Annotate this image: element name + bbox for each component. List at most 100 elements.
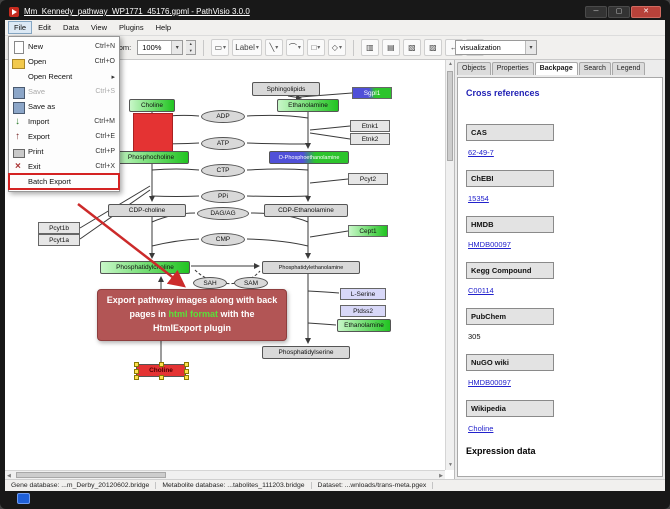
expression-data-box[interactable]: [133, 113, 173, 152]
backpage-link[interactable]: C00114: [468, 286, 494, 295]
node-choline[interactable]: Choline: [134, 362, 189, 380]
node-l-serine[interactable]: L-Serine: [340, 288, 386, 300]
toolbar-label-tool-button[interactable]: Label▾: [232, 39, 262, 56]
menu-view[interactable]: View: [90, 23, 107, 32]
toolbar-template-tool-button[interactable]: ◇▾: [327, 39, 346, 56]
menu-item-batch-export[interactable]: Batch Export: [8, 173, 120, 190]
menu-edit[interactable]: Edit: [38, 23, 52, 32]
selection-handle[interactable]: [184, 362, 189, 367]
minimize-button[interactable]: ─: [585, 5, 607, 18]
node-sphingolipids[interactable]: Sphingolipids: [252, 82, 320, 96]
zoom-stepper[interactable]: ▴▾: [186, 40, 197, 55]
tab-properties[interactable]: Properties: [491, 62, 534, 75]
node-phosphocholine[interactable]: Phosphocholine: [113, 151, 189, 164]
taskbar-icon[interactable]: [17, 493, 30, 504]
backpage-section-header: CAS: [466, 124, 554, 141]
backpage-link[interactable]: Choline: [468, 424, 494, 433]
zoom-select[interactable]: 100% ▾: [137, 40, 184, 55]
toolbar-separator: [352, 39, 354, 56]
toolbar-align-left-button[interactable]: ▧: [402, 39, 421, 56]
toolbar-arc-tool-button[interactable]: ⌒▾: [285, 39, 304, 56]
backpage-link[interactable]: 62-49-7: [468, 148, 494, 157]
toolbar-datanode-tool-button[interactable]: ▭▾: [211, 39, 230, 56]
node-phosphatidylcholine[interactable]: Phosphatidylcholine: [100, 261, 190, 274]
menu-item-label: Save: [28, 87, 46, 96]
node-ethanolamine[interactable]: Ethanolamine: [337, 319, 391, 332]
visualization-select[interactable]: visualization ▾: [455, 40, 537, 55]
node-atp[interactable]: ATP: [201, 137, 245, 150]
close-button[interactable]: ✕: [631, 5, 661, 18]
selection-handle[interactable]: [184, 375, 189, 380]
selection-handle[interactable]: [184, 368, 189, 374]
maximize-button[interactable]: ▢: [608, 5, 630, 18]
menu-plugins[interactable]: Plugins: [119, 23, 144, 32]
canvas-vscrollbar[interactable]: ▲ ▼: [445, 60, 454, 470]
vscroll-thumb[interactable]: [447, 71, 453, 161]
node-pcyt2[interactable]: Pcyt2: [348, 173, 388, 185]
node-pcyt1a[interactable]: Pcyt1a: [38, 234, 80, 246]
tab-objects[interactable]: Objects: [457, 62, 491, 75]
node-sgpl1[interactable]: Sgpl1: [352, 87, 392, 99]
selection-handle[interactable]: [134, 362, 139, 367]
node-etnk2[interactable]: Etnk2: [350, 133, 390, 145]
node-phosphatidylethanolamine[interactable]: Phosphatidylethanolamine: [262, 261, 360, 274]
canvas-hscrollbar[interactable]: ◀ ▶: [5, 470, 445, 479]
selection-handle[interactable]: [159, 375, 164, 380]
menu-item-open-recent[interactable]: Open Recent▸: [9, 69, 119, 84]
chevron-down-icon[interactable]: ▾: [525, 41, 536, 54]
node-sam[interactable]: SAM: [234, 277, 268, 289]
node-phosphatidylserine[interactable]: Phosphatidylserine: [262, 346, 350, 359]
menu-data[interactable]: Data: [63, 23, 79, 32]
node-ppi[interactable]: PPi: [201, 190, 245, 203]
node-cdp-ethanolamine[interactable]: CDP-Ethanolamine: [264, 204, 348, 217]
toolbar-line-tool-button[interactable]: ╲▾: [264, 39, 283, 56]
node-cdp-choline[interactable]: CDP-choline: [108, 204, 186, 217]
spin-up-icon[interactable]: ▴: [186, 41, 196, 48]
node-o-phosphoethanolamine[interactable]: O-Phosphoethanolamine: [269, 151, 349, 164]
selection-handle[interactable]: [134, 375, 139, 380]
backpage-link[interactable]: 15354: [468, 194, 489, 203]
node-adp[interactable]: ADP: [201, 110, 245, 123]
toolbar-align-center-x-button[interactable]: ▥: [360, 39, 379, 56]
node-cept1[interactable]: Cept1: [348, 225, 388, 237]
menu-shortcut: Ctrl+E: [95, 133, 115, 140]
node-ptdss2[interactable]: Ptdss2: [340, 305, 386, 317]
toolbar-align-center-y-button[interactable]: ▤: [381, 39, 400, 56]
node-dag-ag[interactable]: DAG/AG: [197, 207, 249, 220]
toolbar-align-top-button[interactable]: ▨: [423, 39, 442, 56]
selection-handle[interactable]: [134, 368, 139, 374]
backpage-link[interactable]: HMDB00097: [468, 240, 511, 249]
scroll-up-icon[interactable]: ▲: [448, 61, 453, 67]
scroll-down-icon[interactable]: ▼: [448, 462, 453, 468]
node-etnk1[interactable]: Etnk1: [350, 120, 390, 132]
node-cmp[interactable]: CMP: [201, 233, 245, 246]
node-pcyt1b[interactable]: Pcyt1b: [38, 222, 80, 234]
scroll-left-icon[interactable]: ◀: [7, 473, 11, 479]
tab-backpage[interactable]: Backpage: [534, 62, 578, 75]
toolbar-align: ▥▤▧▨↔↕: [360, 39, 484, 56]
toolbar-shape-tool-button[interactable]: □▾: [306, 39, 325, 56]
scroll-right-icon[interactable]: ▶: [439, 473, 443, 479]
node-sah[interactable]: SAH: [193, 277, 227, 289]
hscroll-thumb[interactable]: [16, 472, 166, 478]
menu-file[interactable]: File: [8, 21, 33, 34]
dropdown-arrow-icon: ▾: [255, 45, 259, 51]
spin-down-icon[interactable]: ▾: [186, 47, 196, 54]
backpage-link[interactable]: HMDB00097: [468, 378, 511, 387]
node-ctp[interactable]: CTP: [201, 164, 245, 177]
selection-handle[interactable]: [159, 362, 164, 367]
menu-help[interactable]: Help: [155, 23, 172, 32]
menu-item-save-as[interactable]: Save as: [9, 99, 119, 114]
node-ethanolamine[interactable]: Ethanolamine: [277, 99, 339, 112]
chevron-down-icon[interactable]: ▾: [171, 41, 183, 54]
tab-search[interactable]: Search: [578, 62, 611, 75]
tab-legend[interactable]: Legend: [611, 62, 646, 75]
node-choline[interactable]: Choline: [129, 99, 175, 112]
